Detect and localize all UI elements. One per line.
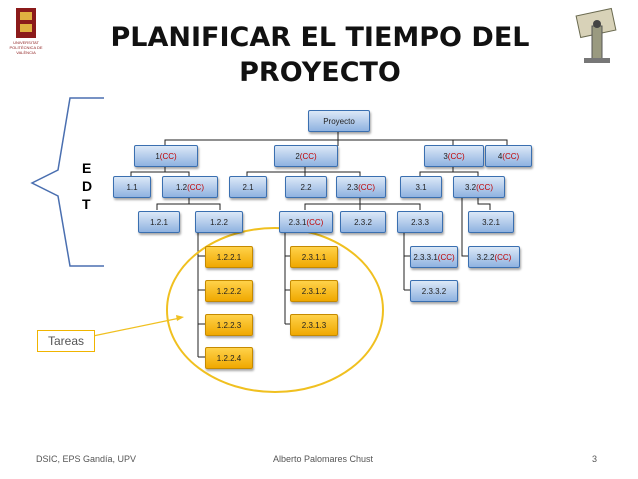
document-figure-icon (575, 7, 617, 63)
node-label: Proyecto (323, 116, 355, 126)
wbs-node-1-2-1: 1.2.1 (138, 211, 180, 233)
node-label: 2.3.3.2 (421, 286, 447, 296)
task-2-3-1-1: 2.3.1.1 (290, 246, 338, 268)
critical-chain-tag: (CC) (437, 252, 455, 262)
critical-chain-tag: (CC) (494, 252, 512, 262)
wbs-node-root: Proyecto (308, 110, 370, 132)
node-label: 2.3.3.1 (413, 252, 438, 262)
university-crest-icon (16, 8, 36, 38)
wbs-node-4: 4 (CC) (485, 145, 532, 167)
wbs-node-2-3: 2.3(CC) (336, 176, 386, 198)
node-label: 2 (295, 151, 300, 161)
node-label: 2.1 (242, 182, 254, 192)
wbs-node-2-3-3-1: 2.3.3.1(CC) (410, 246, 458, 268)
page-number: 3 (592, 454, 598, 464)
node-label: 3.2 (464, 182, 477, 192)
wbs-node-1: 1 (CC) (134, 145, 198, 167)
node-label: 2.3.1.3 (301, 320, 327, 330)
node-label: 1.2.2.2 (216, 286, 242, 296)
critical-chain-tag: (CC) (358, 182, 375, 192)
footer-center: Alberto Palomares Chust (272, 454, 374, 464)
wbs-node-1-2: 1.2 (CC) (162, 176, 218, 198)
node-label: 2.2 (300, 182, 312, 192)
node-label: 2.3.2 (354, 217, 372, 227)
callout-arrow (92, 317, 181, 337)
bracket-icon (30, 97, 104, 267)
node-label: 1.2.2 (210, 217, 228, 227)
wbs-node-2-1: 2.1 (229, 176, 267, 198)
critical-chain-tag: (CC) (502, 151, 520, 161)
logo-caption: UNIVERSITAT POLITÈCNICA DE VALÈNCIA (9, 40, 43, 55)
title-line-1: PLANIFICAR EL TIEMPO DEL (110, 22, 530, 53)
node-label: 2.3.3 (411, 217, 429, 227)
task-highlight-ellipse (166, 227, 384, 393)
node-label: 2.3.1.2 (301, 286, 327, 296)
wbs-node-2-2: 2.2 (285, 176, 327, 198)
title-line-2: PROYECTO (239, 57, 401, 88)
node-label: 1 (155, 151, 160, 161)
footer-left: DSIC, EPS Gandía, UPV (36, 454, 137, 464)
wbs-node-1-2-2: 1.2.2 (195, 211, 243, 233)
node-label: 2.3.1 (288, 217, 307, 227)
wbs-node-2-3-3-2: 2.3.3.2 (410, 280, 458, 302)
critical-chain-tag: (CC) (159, 151, 177, 161)
wbs-node-2: 2 (CC) (274, 145, 338, 167)
node-label: 3 (443, 151, 448, 161)
wbs-node-2-3-3: 2.3.3 (397, 211, 443, 233)
slide-title: PLANIFICAR EL TIEMPO DEL PROYECTO (100, 20, 540, 90)
wbs-node-3-2: 3.2(CC) (453, 176, 505, 198)
task-1-2-2-3: 1.2.2.3 (205, 314, 253, 336)
critical-chain-tag: (CC) (187, 182, 204, 192)
wbs-node-3: 3(CC) (424, 145, 484, 167)
edt-letter-t: T (82, 196, 91, 212)
tareas-callout: Tareas (37, 330, 95, 352)
task-2-3-1-3: 2.3.1.3 (290, 314, 338, 336)
edt-letter-d: D (82, 178, 93, 194)
critical-chain-tag: (CC) (306, 217, 324, 227)
node-label: 2.3 (346, 182, 359, 192)
node-label: 3.1 (415, 182, 427, 192)
task-1-2-2-4: 1.2.2.4 (205, 347, 253, 369)
wbs-node-2-3-1: 2.3.1(CC) (279, 211, 333, 233)
node-label: 1.2.2.3 (216, 320, 242, 330)
task-1-2-2-2: 1.2.2.2 (205, 280, 253, 302)
critical-chain-tag: (CC) (476, 182, 493, 192)
wbs-node-3-2-2: 3.2.2(CC) (468, 246, 520, 268)
critical-chain-tag: (CC) (299, 151, 317, 161)
node-label: 3.2.2 (476, 252, 495, 262)
node-label: 4 (497, 151, 503, 161)
node-label: 1.2.2.1 (216, 252, 242, 262)
node-label: 3.2.1 (482, 217, 500, 227)
wbs-node-3-1: 3.1 (400, 176, 442, 198)
wbs-node-3-2-1: 3.2.1 (468, 211, 514, 233)
node-label: 1.2 (175, 182, 188, 192)
critical-chain-tag: (CC) (447, 151, 465, 161)
node-label: 2.3.1.1 (301, 252, 327, 262)
edt-letter-e: E (82, 160, 92, 176)
node-label: 1.2.1 (150, 217, 168, 227)
node-label: 1.1 (126, 182, 138, 192)
wbs-node-1-1: 1.1 (113, 176, 151, 198)
task-1-2-2-1: 1.2.2.1 (205, 246, 253, 268)
wbs-node-2-3-2: 2.3.2 (340, 211, 386, 233)
task-2-3-1-2: 2.3.1.2 (290, 280, 338, 302)
node-label: 1.2.2.4 (216, 353, 242, 363)
